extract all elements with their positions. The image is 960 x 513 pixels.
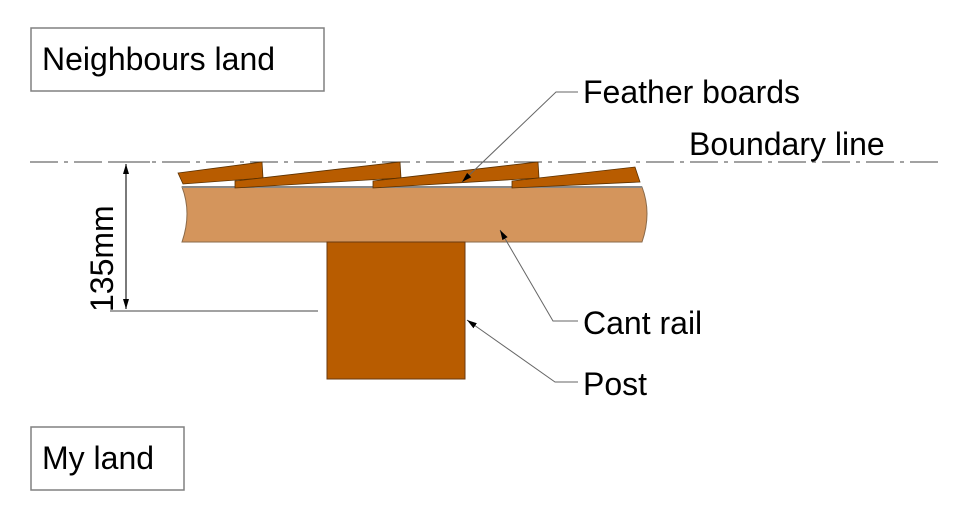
cant-rail-label: Cant rail	[583, 305, 702, 341]
dimension-135mm: 135mm	[84, 161, 318, 312]
post-leader	[466, 319, 578, 383]
cant-rail-leader	[499, 229, 578, 322]
feather-boards-leader	[461, 91, 578, 183]
post	[326, 241, 466, 380]
my-land-box: My land	[30, 426, 185, 491]
neighbours-land-label: Neighbours land	[42, 41, 275, 77]
feather-boards-callout: Feather boards	[461, 74, 800, 183]
feather-board-4	[511, 166, 641, 189]
feather-boards-label: Feather boards	[583, 74, 800, 110]
post-callout: Post	[466, 319, 647, 402]
boundary-line-label: Boundary line	[689, 126, 885, 162]
cant-rail	[181, 186, 648, 243]
cant-rail-callout: Cant rail	[499, 229, 702, 341]
feather-boards	[177, 161, 641, 189]
my-land-label: My land	[42, 440, 154, 476]
neighbours-land-box: Neighbours land	[30, 27, 325, 92]
dimension-label: 135mm	[84, 205, 120, 312]
post-label: Post	[583, 366, 647, 402]
